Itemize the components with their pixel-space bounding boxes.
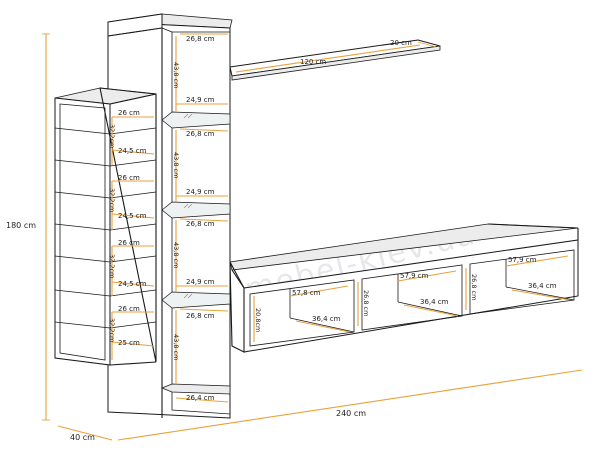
tower-shelf-depth-label-3: 24,9 cm (186, 278, 215, 286)
tv-depth-label-3: 36,4 cm (528, 282, 557, 290)
rack-section-height-4: 32,2cm (108, 318, 116, 342)
tower-bottom-depth-label: 26,4 cm (186, 394, 215, 402)
tower-width-label-3: 26,8 cm (186, 220, 215, 228)
tower-section-height-4: 43,8 cm (172, 334, 180, 360)
rack-shelf-depth-label-3: 24,5 cm (118, 280, 147, 288)
tv-left-height-label: 20,8cm (254, 308, 262, 332)
rack-section-height-2: 32,2cm (108, 188, 116, 212)
tower-section-height-3: 43,8 cm (172, 242, 180, 268)
tower-shelf-depth-label-2: 24,9 cm (186, 188, 215, 196)
labels: 180 cm 240 cm 40 cm 120 cm 20 cm 26,8 cm… (6, 35, 557, 442)
tower-section-height-1: 43,8 cm (172, 62, 180, 88)
tower-width-label-2: 26,8 cm (186, 130, 215, 138)
tv-unit (229, 223, 579, 353)
rack-width-label-1: 26 cm (118, 109, 140, 117)
open-rack (54, 87, 157, 366)
tv-inner-width-label-2: 57,9 cm (400, 272, 429, 280)
width-total-label: 240 cm (336, 409, 366, 418)
tv-inner-width-label-3: 57,9 cm (508, 256, 537, 264)
shelf-width-label: 120 cm (300, 58, 326, 66)
rack-width-label-4: 26 cm (118, 305, 140, 313)
rack-width-label-3: 26 cm (118, 239, 140, 247)
depth-total-label: 40 cm (70, 433, 95, 442)
rack-bottom-depth-label: 25 cm (118, 339, 140, 347)
wall-shelf (229, 39, 441, 81)
shelf-depth-label: 20 cm (390, 39, 412, 47)
rack-section-height-1: 32,2cm (108, 124, 116, 148)
tv-height-label-2: 26,8 cm (362, 290, 370, 316)
tower-width-label-4: 26,8 cm (186, 312, 215, 320)
tower-section-height-2: 43,8 cm (172, 152, 180, 178)
tv-depth-label-1: 36,4 cm (312, 315, 341, 323)
tower-shelf-depth-label-1: 24,9 cm (186, 96, 215, 104)
tv-first-inner-width-label: 57,8 cm (292, 289, 321, 297)
height-total-label: 180 cm (6, 221, 36, 230)
rack-section-height-3: 32,2cm (108, 254, 116, 278)
tower-width-label-1: 26,8 cm (186, 35, 215, 43)
overall-dimensions (42, 33, 583, 441)
rack-shelf-depth-label-2: 24,5 cm (118, 212, 147, 220)
rack-width-label-2: 26 cm (118, 174, 140, 182)
rack-shelf-depth-label-1: 24,5 cm (118, 147, 147, 155)
tv-depth-label-2: 36,4 cm (420, 298, 449, 306)
tv-height-label-3: 26,8 cm (470, 274, 478, 300)
